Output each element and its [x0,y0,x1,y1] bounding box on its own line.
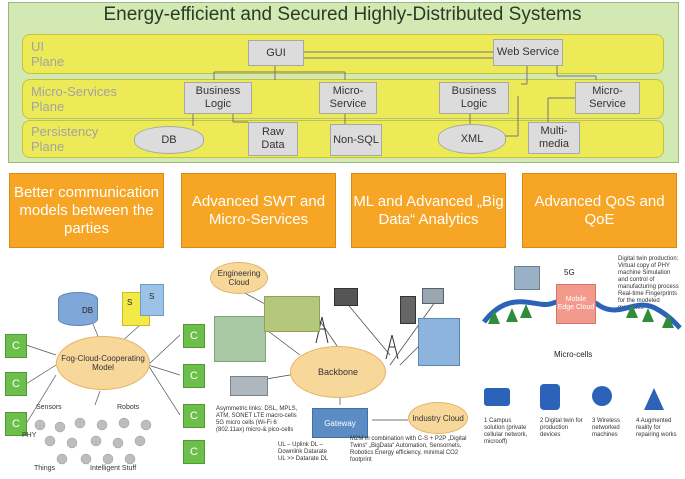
topic-box: Better communication models between the … [9,173,164,248]
phy-label: PHY [22,432,37,439]
raw-data-box: Raw Data [248,122,298,156]
use-case-text: 2 Digital twin for production devices [540,418,583,438]
plane-label: Plane [31,54,65,69]
mountain-link [482,295,682,330]
micro-service-box: Micro-Service [575,82,640,114]
plane-label: Persistency [31,124,99,139]
server-icon [140,284,164,316]
robots-label: Robots [117,404,140,411]
topic-box: Advanced QoS and QoE [522,173,677,248]
uplink-downlink-text: UL – Uplink DL – Downlink Datarate UL >>… [278,442,329,462]
things-label: Things [34,465,56,472]
business-logic-box: Business Logic [184,82,252,114]
multimedia-box: Multi-media [528,122,580,154]
backbone-cloud: Backbone [290,346,386,398]
asymmetric-links-text: Asymmetric links: DSL, MPLS, ATM, SONET … [216,406,298,433]
drone-image [514,266,540,290]
client-box: C [5,412,27,436]
fog-cloud-connectors [25,316,180,465]
tablet-icon [422,288,444,304]
micro-cells-label: Micro-cells [554,350,593,359]
industry-cloud: Industry Cloud [408,402,468,434]
xml-cylinder: XML [438,124,506,154]
web-service-box: Web Service [493,39,563,66]
db-label: DB [82,306,94,315]
db-cylinder: DB [134,126,204,154]
non-sql-box: Non-SQL [330,124,382,156]
use-case-icons [484,384,664,410]
plane-label: Plane [31,139,65,154]
gateway-box: Gateway [312,408,368,438]
client-box: C [183,324,205,348]
m2m-text: M2M in combination with C-S + P2P „Digit… [350,436,467,463]
plane-label: Plane [31,99,65,114]
field-image [264,296,320,332]
architecture-connectors [192,51,597,137]
client-box: C [5,372,27,396]
micro-service-box: Micro-Service [319,82,377,114]
diagram-title: Energy-efficient and Secured Highly-Dist… [103,4,582,25]
use-case-text: 4 Augmented reality for repairing works [636,418,677,438]
plane-label: UI [31,39,44,54]
car-icon [230,376,268,396]
server-label: S [127,298,133,307]
sensors-label: Sensors [36,404,62,411]
server-label: S [149,292,155,301]
database-icon [58,292,98,326]
city-image [418,318,460,366]
client-box: C [183,404,205,428]
factory-image [214,316,266,362]
laptop-icon [334,288,358,306]
intelligent-stuff-label: Intelligent Stuff [90,465,137,472]
engineering-cloud: Engineering Cloud [210,262,268,294]
client-box: C [183,364,205,388]
business-logic-box: Business Logic [439,82,509,114]
server-tower-icon [400,296,416,324]
topic-box: Advanced SWT and Micro-Services [181,173,336,248]
client-box: C [5,334,27,358]
gui-box: GUI [248,40,304,66]
five-g-label: 5G [564,268,575,277]
use-case-text: 3 Wireless networked machines [592,418,621,438]
topic-box: ML and Advanced „Big Data“ Analytics [351,173,506,248]
fog-cloud: Fog-Cloud-Cooperating Model [56,336,150,390]
plane-label: Micro-Services [31,84,117,99]
use-case-text: 1 Campus solution (private cellular netw… [484,418,528,445]
client-box: C [183,440,205,464]
mobile-edge-cloud: Mobile Edge Cloud [556,284,596,324]
